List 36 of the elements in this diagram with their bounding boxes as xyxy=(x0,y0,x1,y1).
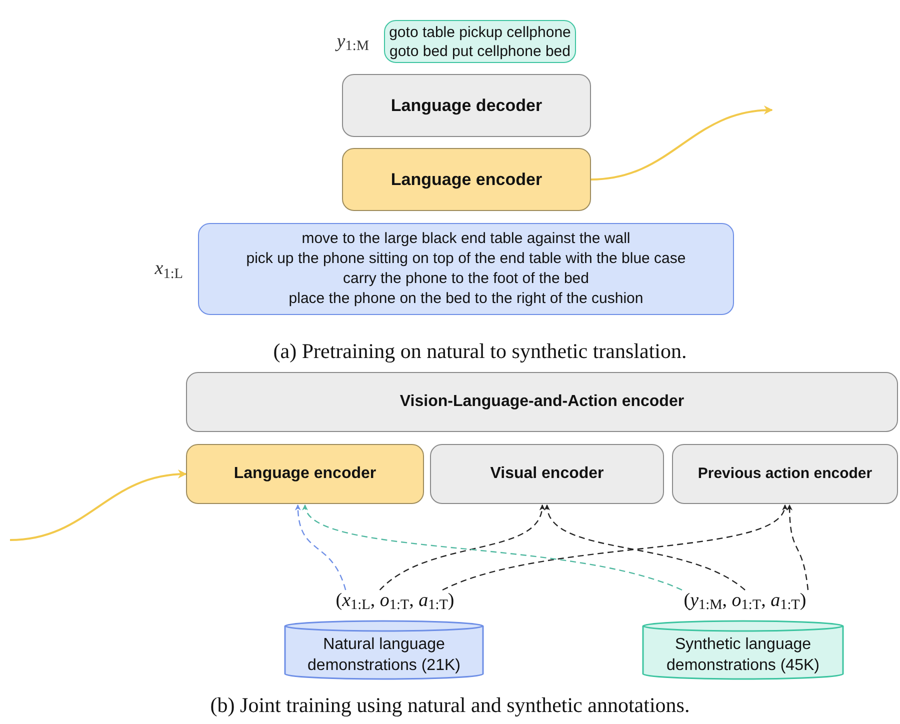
subcaption: (b) Joint training using natural and synthetic annotations. xyxy=(210,692,690,719)
box-label: Synthetic language demonstrations (45K) xyxy=(666,635,820,676)
encoder-box xyxy=(672,444,898,504)
arrow xyxy=(590,106,773,180)
arrow xyxy=(786,504,809,590)
math-label: (y$_{1:M}$, o$_{1:T}$, a$_{1:T}$) xyxy=(684,588,806,616)
box-label: goto bed put cellphone bed xyxy=(390,42,570,60)
dataset-cylinder xyxy=(642,618,844,680)
box-label: Language decoder xyxy=(390,94,542,117)
arrow xyxy=(10,470,187,541)
dataset-cylinder xyxy=(284,618,484,680)
arrow xyxy=(545,504,746,590)
box-label: Language encoder xyxy=(234,464,376,484)
encoder-box xyxy=(186,372,898,432)
encoder-box xyxy=(342,148,591,211)
box-label: Previous action encoder xyxy=(698,464,872,484)
subcaption: (a) Pretraining on natural to synthetic translation. xyxy=(273,338,687,365)
arrow xyxy=(442,504,786,591)
math-label: (x$_{1:L}$, o$_{1:T}$, a$_{1:T}$) xyxy=(336,588,454,616)
encoder-box xyxy=(186,444,424,504)
box-label: carry the phone to the foot of the bed xyxy=(342,269,589,289)
box-label: Visual encoder xyxy=(490,464,604,484)
math-label: x$_{1:L}$ xyxy=(154,256,183,284)
box-label: Vision-Language-and-Action encoder xyxy=(400,392,684,412)
math-label: y$_{1:M}$ xyxy=(336,29,369,56)
box-label: pick up the phone sitting on top of the end table with the blue case xyxy=(246,249,686,269)
box-label: goto table pickup cellphone xyxy=(389,22,571,42)
box-label: Natural language demonstrations (21K) xyxy=(306,635,462,676)
box-label: move to the large black end table against the wall xyxy=(302,229,630,249)
arrow xyxy=(295,504,346,590)
arrow xyxy=(379,504,544,590)
box-label: place the phone on the bed to the right of the cushion xyxy=(288,289,644,309)
arrow xyxy=(304,504,682,591)
decoder-box xyxy=(342,74,591,137)
encoder-box xyxy=(430,444,664,504)
box-label: Language encoder xyxy=(390,168,542,191)
